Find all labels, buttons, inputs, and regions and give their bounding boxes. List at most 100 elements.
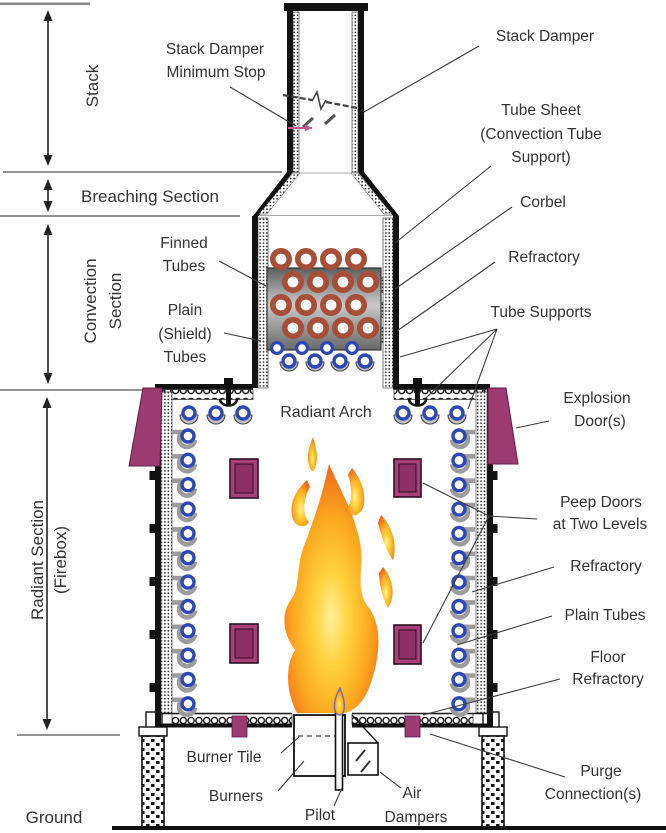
purge-connection-right <box>404 715 421 738</box>
finned-tube <box>319 293 342 316</box>
plain-tube <box>180 477 196 493</box>
label-stack: Stack <box>83 64 102 107</box>
buckstay-tick <box>491 577 498 586</box>
arch-tube <box>449 405 465 421</box>
label-floor-refr-1: Floor <box>590 649 625 666</box>
finned-tube <box>281 316 304 339</box>
shield-tube <box>320 341 335 356</box>
label-finned-2: Tubes <box>163 258 206 275</box>
plain-tube <box>451 525 467 542</box>
breaching-section <box>253 172 399 216</box>
plain-tube <box>180 623 196 639</box>
arch-tube <box>208 405 224 421</box>
plain-tube <box>180 598 196 615</box>
arch-tube <box>395 405 411 421</box>
explosion-door-right <box>487 387 519 465</box>
buckstay-tick <box>149 630 156 639</box>
dimension-arrow <box>43 179 53 212</box>
plain-tube <box>451 671 467 688</box>
arch-tube <box>422 405 438 421</box>
peep-door <box>229 623 259 664</box>
shield-tube <box>295 341 310 356</box>
buckstay-tick <box>491 524 498 533</box>
finned-tube <box>356 316 379 339</box>
minimum-stop-arrow <box>305 124 312 132</box>
shield-tube <box>270 341 285 356</box>
label-refractory-right: Refractory <box>570 558 642 575</box>
plain-tube <box>180 696 196 712</box>
label-radiant-1: Radiant Section <box>28 500 47 620</box>
stack-top-cap <box>284 3 368 11</box>
label-radiant-arch: Radiant Arch <box>280 404 372 421</box>
convection-refractory-lining <box>382 217 394 389</box>
peep-door <box>393 624 422 665</box>
stack <box>284 3 368 174</box>
finned-tube <box>331 270 354 293</box>
label-tube-sheet-1: Tube Sheet <box>501 102 581 119</box>
label-purge-2: Connection(s) <box>545 786 642 803</box>
label-corbel: Corbel <box>520 194 566 211</box>
plain-tube <box>180 647 196 663</box>
peep-door <box>229 458 259 499</box>
label-purge-1: Purge <box>580 763 621 780</box>
damper-blade <box>301 116 315 129</box>
plain-tube <box>451 477 467 493</box>
label-pilot: Pilot <box>305 807 336 824</box>
plain-tube <box>180 525 196 542</box>
buckstay-tick <box>149 577 156 586</box>
wall-refractory-lining <box>475 391 488 714</box>
finned-tube <box>306 316 329 339</box>
plain-tube <box>451 452 467 469</box>
plain-tube <box>451 696 467 712</box>
finned-tube <box>344 248 367 271</box>
finned-tube <box>344 293 367 316</box>
finned-tube <box>294 248 317 271</box>
pier <box>481 735 505 828</box>
anchor-hanger <box>407 378 428 407</box>
finned-tube <box>306 270 329 293</box>
shield-tube <box>281 353 297 369</box>
flame-wisp <box>379 567 393 608</box>
air-damper-blade <box>360 760 371 773</box>
buckstay-tick <box>149 524 156 533</box>
shield-tube <box>307 353 323 369</box>
plain-tube <box>180 501 196 517</box>
pier-cap <box>478 726 508 737</box>
label-breaching-section: Breaching Section <box>81 187 219 206</box>
plain-tube <box>451 598 467 615</box>
pilot-flame <box>333 686 346 716</box>
arch-anchors <box>218 378 428 407</box>
plain-tube <box>451 428 467 444</box>
shield-tube <box>357 353 373 369</box>
arch-tube <box>235 405 251 421</box>
flame-wisp <box>307 437 317 472</box>
label-peep-2: at Two Levels <box>553 516 648 533</box>
peep-doors <box>229 458 422 665</box>
label-explosion-1: Explosion <box>563 390 630 407</box>
plain-tube <box>451 623 467 639</box>
buckstay-tick <box>149 683 156 692</box>
dimension-arrow <box>42 397 52 730</box>
label-air-1: Air <box>403 785 422 802</box>
flame-main <box>284 464 379 713</box>
stack-refractory-lining <box>351 11 359 173</box>
flame-wisp <box>291 480 310 527</box>
flame <box>284 437 395 713</box>
label-plain-tubes: Plain Tubes <box>565 607 646 624</box>
label-tube-sheet-2: (Convection Tube <box>480 126 602 143</box>
buckstay-tick <box>491 471 498 480</box>
label-ground: Ground <box>26 808 83 827</box>
plain-tube <box>451 647 467 663</box>
flame-wisp <box>346 468 365 516</box>
label-air-2: Dampers <box>385 809 448 826</box>
label-shield-3: Tubes <box>164 349 207 366</box>
plain-tube <box>180 574 196 590</box>
wall-refractory-lining <box>160 391 173 714</box>
shield-tube <box>332 353 348 369</box>
finned-tube <box>294 293 317 316</box>
arch-refractory <box>159 389 254 400</box>
radiant-arch-tubes <box>179 405 467 425</box>
labels: Stack Breaching Section Convection Secti… <box>26 28 648 827</box>
label-floor-refr-2: Refractory <box>572 671 644 688</box>
